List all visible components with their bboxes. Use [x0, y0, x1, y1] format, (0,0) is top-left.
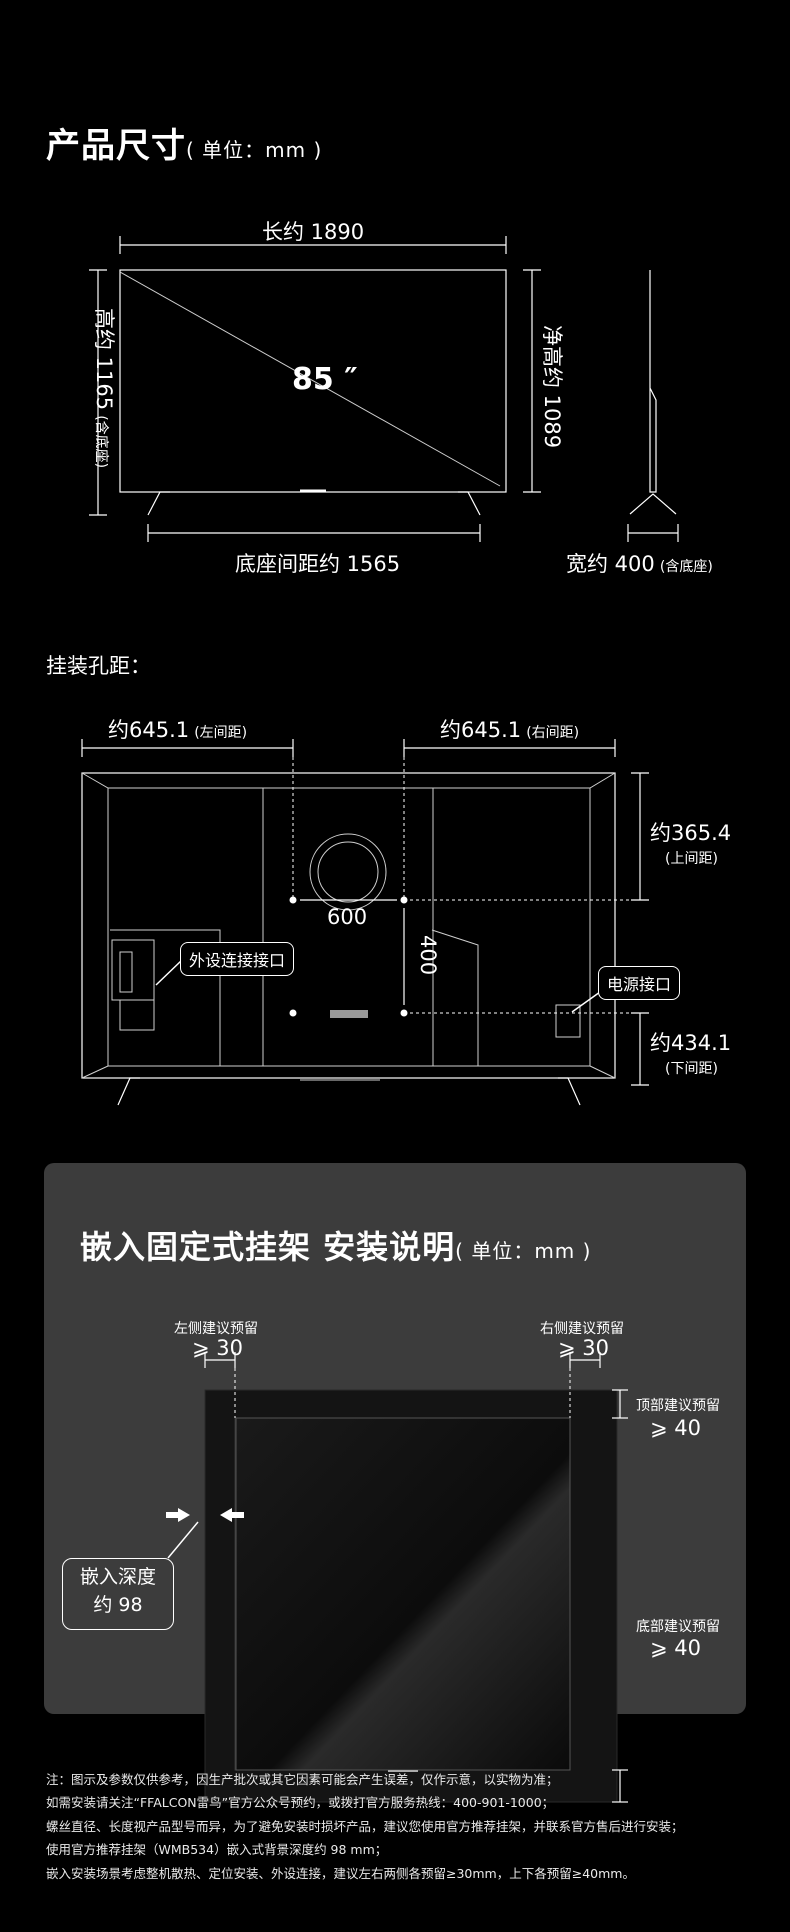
- net-height-label: 净高约 1089: [540, 325, 564, 449]
- front-dimension-drawing: [89, 236, 679, 542]
- right-reserve-value: ⩾ 30: [558, 1336, 609, 1360]
- hole-v-spacing: 400: [416, 935, 440, 976]
- length-label: 长约 1890: [262, 220, 365, 244]
- top-reserve-label: 顶部建议预留: [636, 1398, 720, 1414]
- right-spacing-label: 约645.1: [440, 718, 522, 742]
- footnotes: 注：图示及参数仅供参考，因生产批次或其它因素可能会产生误差，仅作示意，以实物为准…: [46, 1768, 684, 1885]
- top-spacing-note: (上间距): [665, 851, 718, 867]
- note-line: 嵌入安装场景考虑整机散热、定位安装、外设连接，建议左右两侧各预留≥30mm，上下…: [46, 1865, 635, 1881]
- tv-screen: [235, 1417, 571, 1771]
- left-spacing-note: (左间距): [194, 725, 248, 741]
- mount-hole-bottom-left: [289, 1009, 297, 1017]
- width-label-group: 宽约 400 (含底座): [566, 548, 713, 578]
- bottom-spacing-note: (下间距): [665, 1061, 718, 1077]
- mount-hole-top-right: [400, 896, 408, 904]
- right-spacing-note: (右间距): [526, 725, 580, 741]
- depth-callout: 嵌入深度 约 98: [62, 1558, 174, 1630]
- screen-size: 85 ″: [292, 362, 358, 397]
- power-port-callout: 电源接口: [598, 966, 681, 1000]
- hole-h-spacing: 600: [327, 905, 368, 929]
- external-port-callout: 外设连接接口: [180, 942, 295, 976]
- height-label: 高约 1165: [92, 308, 116, 411]
- mounting-title: 挂装孔距：: [46, 654, 151, 678]
- depth-label: 嵌入深度: [79, 1566, 156, 1588]
- note-line: 使用官方推荐挂架（WMB534）嵌入式背景深度约 98 mm；: [46, 1842, 388, 1858]
- right-spacing-group: 约645.1 (右间距): [440, 714, 579, 744]
- left-reserve-value: ⩾ 30: [192, 1336, 243, 1360]
- top-reserve-value: ⩾ 40: [650, 1416, 701, 1440]
- dimensions-title: 产品尺寸( 单位：mm ): [46, 118, 322, 167]
- bottom-spacing-label: 约434.1: [650, 1031, 732, 1055]
- embed-title: 嵌入固定式挂架 安装说明( 单位：mm ): [80, 1222, 591, 1268]
- embed-title-text: 嵌入固定式挂架 安装说明: [80, 1228, 456, 1266]
- base-spacing-label: 底座间距约 1565: [235, 552, 401, 576]
- top-spacing-label: 约365.4: [650, 821, 732, 845]
- tv-rear-outline: [81, 772, 616, 1079]
- left-spacing-group: 约645.1 (左间距): [108, 714, 247, 744]
- bottom-reserve-value: ⩾ 40: [650, 1636, 701, 1660]
- tv-diagonal: [119, 271, 501, 487]
- dimensions-unit: ( 单位：mm ): [186, 138, 323, 162]
- mount-hole-bottom-right: [400, 1009, 408, 1017]
- height-label-group: 高约 1165 (含底座): [90, 308, 120, 468]
- note-line: 如需安装请关注“FFALCON雷鸟”官方公众号预约，或拨打官方服务热线：400-…: [46, 1795, 555, 1811]
- embed-diagram: [166, 1352, 628, 1803]
- bottom-reserve-label: 底部建议预留: [636, 1619, 720, 1635]
- tv-side-view: [649, 270, 657, 493]
- left-spacing-label: 约645.1: [108, 718, 190, 742]
- depth-value: 约 98: [93, 1594, 143, 1616]
- left-reserve-label: 左侧建议预留: [174, 1321, 258, 1337]
- note-line: 螺丝直径、长度视产品型号而异，为了避免安装时损坏产品，建议您使用官方推荐挂架，并…: [46, 1818, 684, 1834]
- dimensions-title-text: 产品尺寸: [46, 126, 186, 166]
- right-reserve-label: 右侧建议预留: [540, 1321, 624, 1337]
- height-note: (含底座): [93, 415, 109, 469]
- width-note: (含底座): [659, 559, 713, 575]
- rear-mounting-drawing: [81, 739, 649, 1106]
- embed-unit: ( 单位：mm ): [455, 1239, 592, 1263]
- note-line: 注：图示及参数仅供参考，因生产批次或其它因素可能会产生误差，仅作示意，以实物为准…: [46, 1772, 559, 1787]
- width-label: 宽约 400: [566, 552, 655, 576]
- mount-hole-top-left: [289, 896, 297, 904]
